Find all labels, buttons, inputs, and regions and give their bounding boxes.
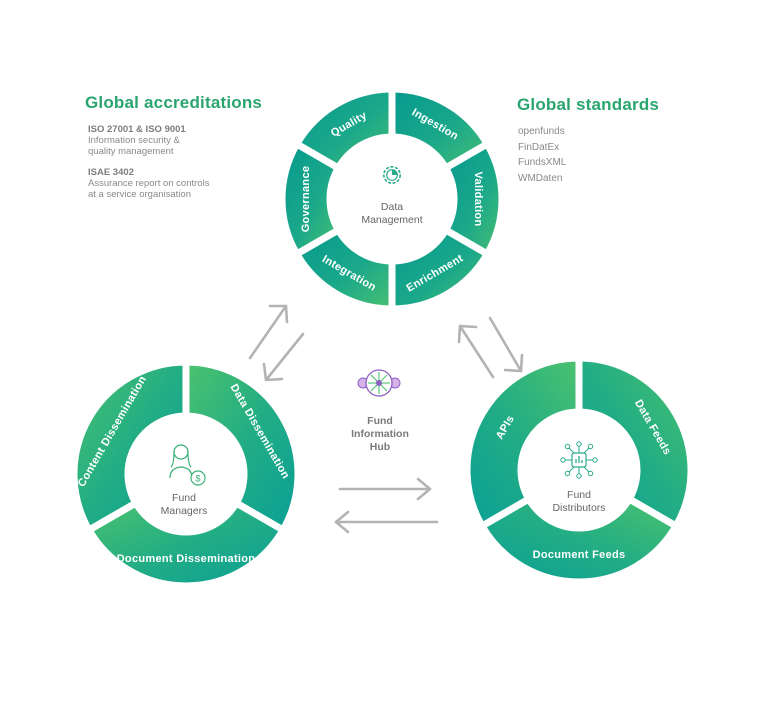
data-management-label-2: Management — [361, 214, 422, 226]
pie-chart-gear-icon — [383, 166, 401, 184]
standard-item: WMDaten — [518, 172, 563, 184]
standards-list: openfunds FinDatEx FundsXML WMDaten — [518, 124, 566, 186]
fund-managers-label-1: Fund — [172, 492, 196, 504]
accreditation-isae-title: ISAE 3402 — [88, 167, 134, 178]
flow-arrows — [248, 304, 524, 534]
fund-managers-segment-label: Document Dissemination — [117, 553, 256, 565]
arrow-managers-to-dm — [248, 304, 289, 360]
accreditation-isae-line-1: Assurance report on controls — [88, 178, 210, 189]
manager-person-icon: $ — [169, 444, 206, 486]
fund-distributors-segment-label: Document Feeds — [533, 549, 626, 561]
data-management-segment — [278, 140, 342, 258]
standard-item: FinDatEx — [518, 141, 560, 153]
fund-managers-label-2: Managers — [161, 505, 208, 517]
arrow-managers-to-distributors — [338, 477, 432, 501]
standards-heading: Global standards — [517, 95, 660, 114]
accreditations-list: ISO 27001 & ISO 9001 Information securit… — [88, 124, 209, 200]
arrow-dm-to-distributors — [488, 316, 524, 373]
network-chart-icon — [560, 441, 598, 479]
hub-icon — [357, 369, 401, 397]
accreditation-isae-line-2: at a service organisation — [88, 189, 191, 200]
hub-label-1: Fund — [367, 415, 393, 427]
hub-label-3: Hub — [370, 441, 390, 453]
accreditations-heading: Global accreditations — [85, 93, 263, 112]
accreditation-iso-line-2: quality management — [88, 146, 174, 157]
data-management-segment-label: Validation — [472, 172, 484, 227]
accreditation-iso-line-1: Information security & — [88, 135, 180, 146]
standard-item: FundsXML — [518, 157, 567, 168]
accreditation-iso-title: ISO 27001 & ISO 9001 — [88, 124, 186, 135]
standard-item: openfunds — [518, 126, 565, 137]
fund-distributors-label-2: Distributors — [552, 502, 605, 514]
arrow-distributors-to-dm — [457, 324, 495, 379]
data-management-segment-label: Governance — [300, 166, 312, 233]
hub-label-2: Information — [351, 428, 409, 440]
arrow-distributors-to-managers — [334, 510, 439, 534]
fund-managers-center — [128, 416, 244, 532]
data-management-label-1: Data — [381, 201, 403, 213]
data-management-center — [330, 137, 454, 261]
dollar-icon: $ — [195, 474, 200, 484]
fund-information-hub: Fund Information Hub — [351, 369, 409, 453]
fund-distributors-label-1: Fund — [567, 489, 591, 501]
arrow-dm-to-managers — [262, 332, 305, 382]
